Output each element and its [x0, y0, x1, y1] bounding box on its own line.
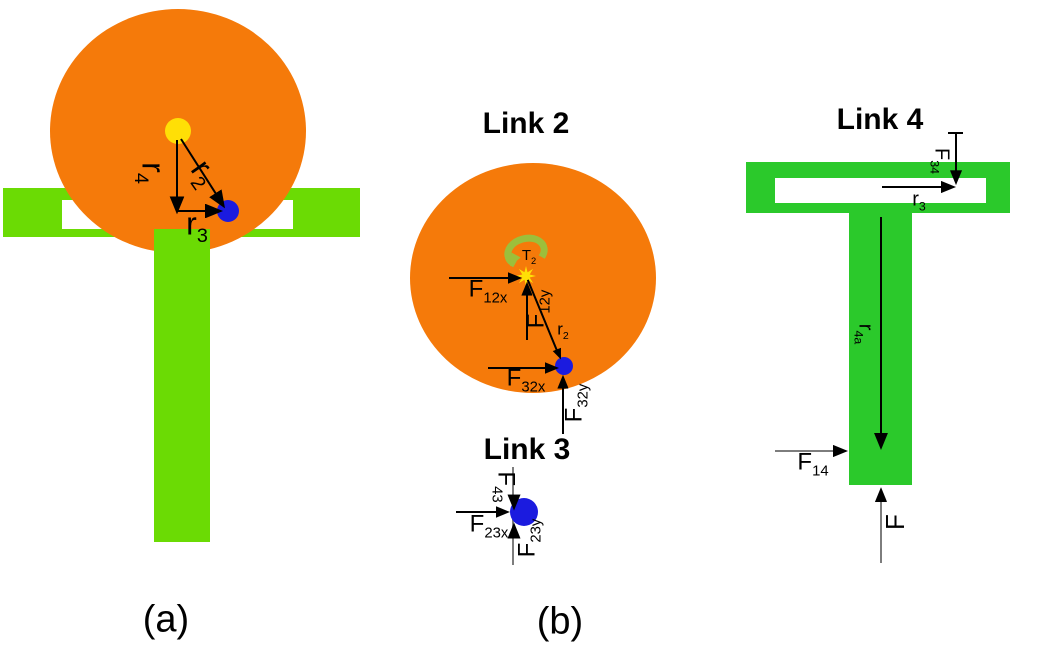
force-f-shaft	[880, 497, 882, 563]
label-r4: r4	[130, 162, 172, 184]
label-r4a-text: r	[854, 323, 877, 331]
link2-crankpin	[555, 357, 573, 375]
pivot-star	[516, 266, 536, 286]
label-r4-text: r	[135, 162, 172, 173]
label-f12x-text: F	[468, 275, 484, 303]
title-link4: Link 4	[836, 103, 924, 136]
force-f12x-head	[508, 272, 522, 284]
force-f12x-shaft	[449, 277, 513, 279]
caption-b: (b)	[536, 600, 584, 643]
label-f12y-subscript: 12y	[537, 289, 554, 314]
vector-r4a-shaft	[880, 217, 882, 439]
label-f32x-subscript: 32x	[521, 379, 546, 396]
label-r4-subscript: 4	[130, 172, 153, 184]
label-r3-link4: r3	[912, 189, 926, 212]
label-f12x: F12x	[468, 275, 508, 307]
label-f43: F43	[488, 471, 520, 503]
label-f32x: F32x	[506, 364, 546, 396]
force-f14-head	[833, 444, 848, 458]
force-f32x-shaft	[488, 367, 550, 369]
label-t2-text: T	[521, 246, 531, 264]
label-r3-subscript: 3	[196, 224, 208, 247]
label-f: F	[880, 514, 910, 530]
label-f34-text: F	[930, 147, 953, 161]
force-f-head	[875, 487, 887, 502]
link2-disk	[410, 163, 656, 393]
label-f43-text: F	[492, 471, 520, 487]
force-f23x-shaft	[456, 511, 501, 513]
label-t2-subscript: 2	[531, 255, 537, 266]
caption-a: (a)	[142, 598, 190, 641]
label-r4a-subscript: 4a	[851, 330, 866, 345]
label-r4a: r4a	[851, 323, 877, 345]
label-f32y-subscript: 32y	[575, 383, 592, 408]
label-f23y: F23y	[513, 518, 545, 558]
label-f12y: F12y	[522, 289, 554, 329]
force-f34-shaft	[955, 133, 957, 175]
label-t2: T2	[522, 248, 536, 266]
label-f-text: F	[880, 514, 910, 530]
link4-slot	[775, 178, 986, 203]
label-r2-link2-text: r	[557, 319, 563, 339]
label-r3-link4-text: r	[912, 188, 919, 211]
label-f14: F14	[797, 448, 829, 480]
label-r2-link2-subscript: 2	[562, 329, 569, 342]
crank-pivot	[165, 118, 191, 144]
label-f34-subscript: 34	[927, 160, 942, 175]
label-f23x: F23x	[469, 510, 509, 542]
label-r3-link4-subscript: 3	[918, 199, 926, 214]
force-f14-shaft	[775, 450, 838, 452]
label-f23y-text: F	[513, 542, 541, 558]
force-f32x-head	[545, 362, 559, 374]
label-f23x-text: F	[469, 510, 485, 538]
vector-r3-shaft	[177, 210, 211, 212]
label-f14-subscript: 14	[812, 463, 829, 480]
label-f23x-subscript: 23x	[484, 525, 509, 542]
label-f23y-subscript: 23y	[528, 518, 545, 543]
label-f34: F34	[927, 147, 953, 175]
vector-r3-link4-shaft	[882, 186, 946, 188]
vector-r4-shaft	[176, 140, 178, 202]
label-r2-link2: r2	[557, 321, 569, 342]
title-link2: Link 2	[482, 107, 570, 140]
label-f12y-text: F	[522, 313, 550, 329]
label-f12x-subscript: 12x	[483, 290, 508, 307]
label-f43-subscript: 43	[488, 486, 505, 503]
title-link3: Link 3	[483, 433, 571, 466]
label-f32x-text: F	[506, 364, 522, 392]
label-r3: r3	[186, 207, 208, 246]
force-f23x-head	[496, 506, 510, 518]
label-r3-text: r	[186, 205, 197, 242]
label-f32y-text: F	[560, 407, 588, 423]
label-f14-text: F	[797, 448, 813, 476]
label-f32y: F32y	[560, 383, 592, 423]
yoke-stem	[154, 229, 210, 542]
